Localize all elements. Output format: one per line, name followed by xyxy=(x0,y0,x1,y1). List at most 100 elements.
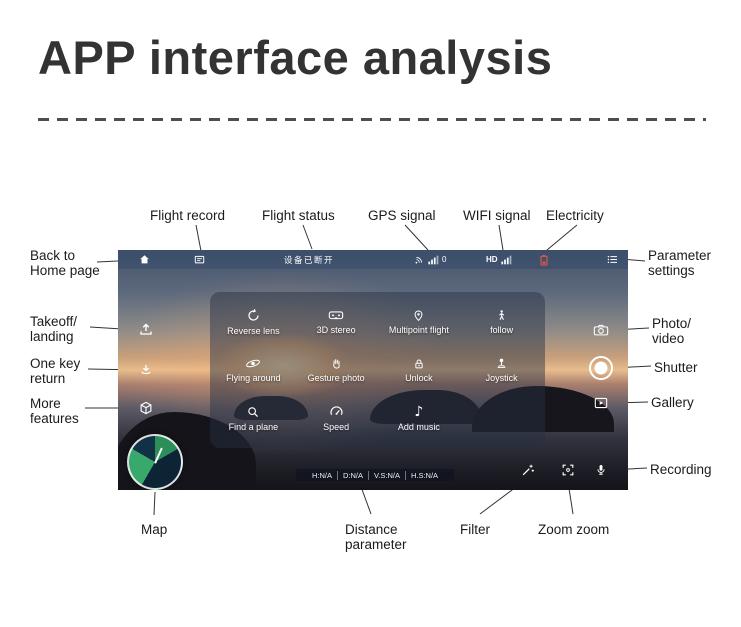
callout-electricity: Electricity xyxy=(546,208,604,223)
feature-find-a-plane[interactable]: Find a plane xyxy=(212,394,295,442)
add-music-icon: ♪ xyxy=(414,403,424,420)
callout-parameter-settings: Parameter settings xyxy=(648,248,712,278)
wifi-signal-indicator: HD xyxy=(486,250,512,269)
feature-label: Add music xyxy=(397,421,440,432)
feature-joystick[interactable]: Joystick xyxy=(460,346,543,394)
3d-stereo-icon xyxy=(328,311,344,320)
gps-signal-indicator: 0 xyxy=(414,250,446,269)
callout-wifi-signal: WIFI signal xyxy=(463,208,531,223)
feature-label: Joystick xyxy=(485,373,518,383)
zoom-button[interactable] xyxy=(561,463,575,477)
signal-bars-icon xyxy=(428,255,439,264)
unlock-icon xyxy=(415,359,423,368)
callout-takeoff-landing: Takeoff/ landing xyxy=(30,314,78,344)
page-title: APP interface analysis xyxy=(38,31,553,84)
photo-video-toggle[interactable] xyxy=(593,324,609,337)
gallery-button[interactable] xyxy=(594,397,608,410)
feature-3d-stereo[interactable]: 3D stereo xyxy=(295,298,378,346)
more-features-icon xyxy=(140,401,152,415)
callout-recording: Recording xyxy=(650,462,712,477)
gps-count: 0 xyxy=(442,255,447,264)
callout-shutter: Shutter xyxy=(654,360,698,375)
flight-record-icon xyxy=(194,255,205,264)
app-screenshot: 设备已断开 0 HD xyxy=(118,250,628,490)
callout-photo-video: Photo/ video xyxy=(652,316,692,346)
more-features-button[interactable] xyxy=(139,401,154,416)
feature-add-music[interactable]: ♪ Add music xyxy=(378,394,461,442)
multipoint-flight-icon xyxy=(414,310,423,322)
filter-icon xyxy=(522,464,534,476)
app-top-bar: 设备已断开 0 HD xyxy=(118,250,628,269)
rock-silhouette xyxy=(234,396,308,420)
home-button[interactable] xyxy=(138,250,151,269)
one-key-return-icon xyxy=(141,364,151,375)
recording-button[interactable] xyxy=(595,464,608,477)
feature-label: Unlock xyxy=(405,372,433,383)
home-icon xyxy=(140,255,149,264)
joystick-icon xyxy=(497,358,506,368)
telemetry-bar: H:N/A D:N/A V.S:N/A H.S:N/A xyxy=(296,469,454,481)
feature-follow[interactable]: follow xyxy=(460,298,543,346)
mini-map[interactable] xyxy=(127,434,183,490)
microphone-icon xyxy=(597,464,605,475)
takeoff-landing-icon xyxy=(140,323,152,335)
follow-icon xyxy=(499,310,505,320)
dashed-divider xyxy=(38,118,706,121)
map-compass-icon xyxy=(127,434,183,490)
feature-label: Speed xyxy=(323,422,350,432)
feature-label: 3D stereo xyxy=(316,325,356,335)
flight-record-button[interactable] xyxy=(193,250,206,269)
telemetry-d: D:N/A xyxy=(336,470,368,480)
menu-icon xyxy=(607,255,617,264)
feature-label: Flying around xyxy=(226,373,281,383)
telemetry-hs: H.S:N/A xyxy=(404,470,443,480)
gesture-photo-icon xyxy=(332,359,340,369)
takeoff-landing-button[interactable] xyxy=(138,322,154,338)
device-status-text: 设备已断开 xyxy=(284,254,335,265)
feature-gesture-photo[interactable]: Gesture photo xyxy=(295,346,378,394)
callout-gallery: Gallery xyxy=(651,395,694,410)
feature-label: Gesture photo xyxy=(307,373,365,383)
one-key-return-button[interactable] xyxy=(139,363,154,378)
feature-multipoint-flight[interactable]: Multipoint flight xyxy=(378,298,461,346)
callout-map: Map xyxy=(141,522,168,537)
feature-speed[interactable]: Speed xyxy=(295,394,378,442)
parameter-settings-button[interactable] xyxy=(606,250,619,269)
battery-icon xyxy=(540,254,548,265)
feature-label: follow xyxy=(490,325,514,335)
feature-empty-cell xyxy=(460,394,543,442)
feature-reverse-lens[interactable]: Reverse lens xyxy=(212,298,295,346)
telemetry-vs: V.S:N/A xyxy=(367,470,405,480)
feature-label: Find a plane xyxy=(228,421,279,432)
gallery-icon xyxy=(594,397,608,409)
speed-icon xyxy=(330,406,343,416)
telemetry-h: H:N/A xyxy=(311,470,332,480)
zoom-icon xyxy=(562,464,574,476)
callout-distance-parameter: Distance parameter xyxy=(345,522,407,552)
callout-back-home: Back to Home page xyxy=(30,248,100,278)
reverse-lens-icon xyxy=(248,309,259,321)
photo-video-icon xyxy=(593,324,609,336)
flying-around-icon xyxy=(246,359,261,368)
gps-signal-icon xyxy=(415,257,422,264)
find-a-plane-icon xyxy=(248,406,259,417)
shutter-button[interactable] xyxy=(589,356,613,380)
device-status: 设备已断开 xyxy=(284,250,334,269)
feature-panel: Reverse lens 3D stereo Multipoint flight… xyxy=(210,292,545,448)
feature-label: Multipoint flight xyxy=(388,325,449,335)
battery-indicator xyxy=(540,250,548,269)
callout-flight-record: Flight record xyxy=(150,208,226,223)
callout-flight-status: Flight status xyxy=(262,208,335,223)
callout-filter: Filter xyxy=(460,522,490,537)
callout-one-key-return: One key return xyxy=(30,356,81,386)
wifi-signal-icon xyxy=(500,255,511,264)
feature-flying-around[interactable]: Flying around xyxy=(212,346,295,394)
filter-button[interactable] xyxy=(521,463,535,477)
shutter-icon xyxy=(589,356,613,380)
feature-unlock[interactable]: Unlock xyxy=(378,346,461,394)
callout-zoom: Zoom zoom xyxy=(538,522,610,537)
feature-label: Reverse lens xyxy=(227,326,280,336)
hd-label: HD xyxy=(486,255,498,264)
callout-gps-signal: GPS signal xyxy=(368,208,436,223)
